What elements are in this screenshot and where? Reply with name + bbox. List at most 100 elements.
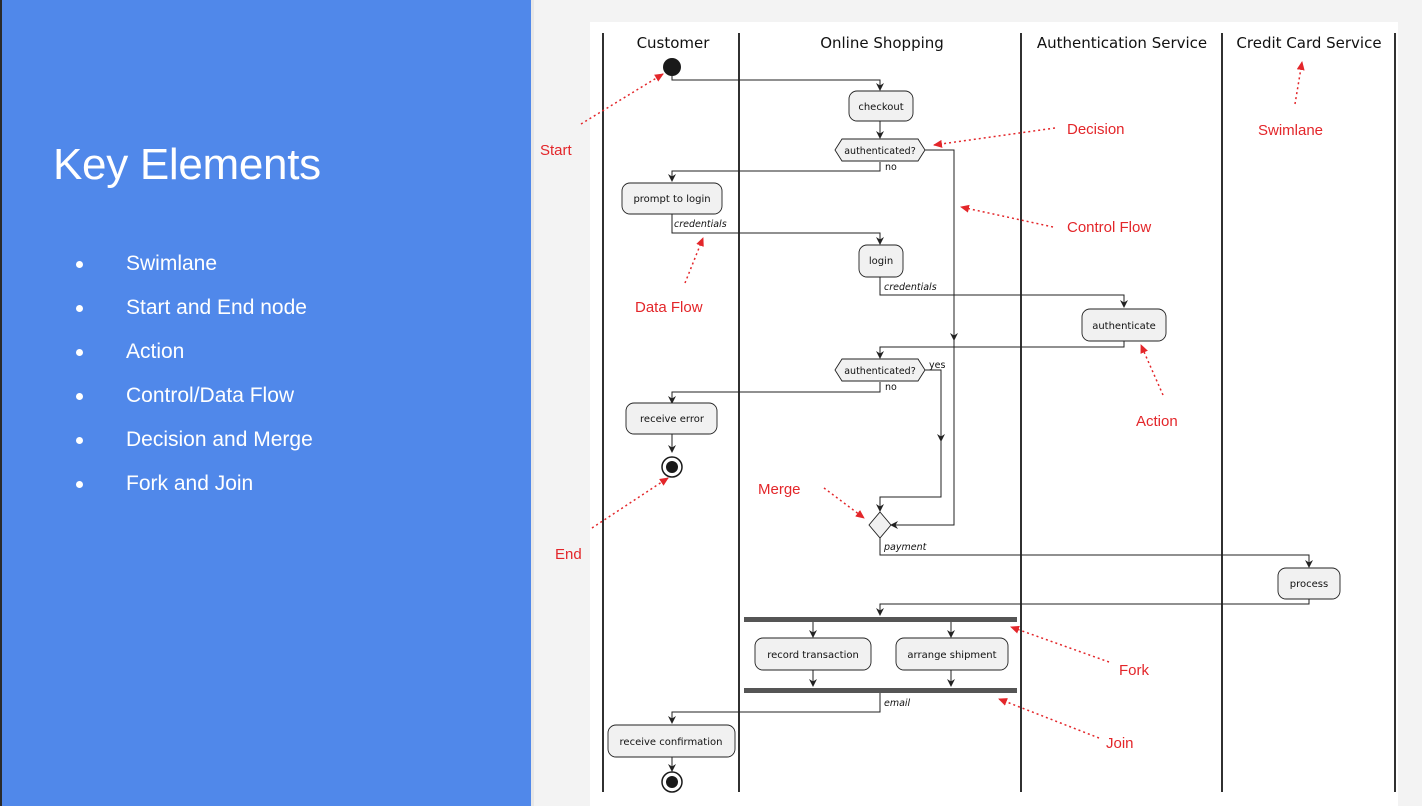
action-receive-error: receive error [625, 402, 718, 435]
swimlane-lines [602, 33, 1396, 792]
flow-decision2-no [668, 382, 881, 404]
flow-label-email: email [884, 698, 911, 709]
guard-no: no [885, 382, 897, 393]
annotation-start: Start [540, 142, 573, 159]
action-label: process [1290, 579, 1328, 590]
annotation-arrow-data-flow [684, 237, 704, 284]
control-flows [668, 76, 1313, 772]
action-arrange-shipment: arrange shipment [895, 637, 1009, 671]
lane-title-credit-card-service: Credit Card Service [1236, 34, 1381, 52]
annotation-action: Action [1136, 413, 1178, 430]
annotation-join: Join [1106, 735, 1134, 752]
bullet-dot-icon [76, 261, 83, 268]
flow-decision2-yes [925, 369, 945, 442]
bullet-dot-icon [76, 481, 83, 488]
bullet-text: Action [126, 340, 185, 363]
annotation-arrow-action [1140, 344, 1164, 396]
decision-label: authenticated? [844, 146, 916, 157]
action-authenticate: authenticate [1081, 308, 1167, 342]
flow-auth-merge [890, 340, 955, 529]
annotation-arrows [580, 61, 1305, 739]
bullet-text: Fork and Join [126, 472, 254, 495]
start-node [663, 58, 681, 76]
annotation-merge: Merge [758, 481, 801, 498]
annotation-control-flow: Control Flow [1067, 219, 1151, 236]
annotation-swimlane: Swimlane [1258, 122, 1323, 139]
end-node-final [661, 771, 683, 793]
bullet-item: Fork and Join [74, 468, 313, 512]
annotation-arrow-start [580, 73, 664, 125]
bullet-list: Swimlane Start and End node Action Contr… [74, 248, 313, 512]
end-node-error [661, 456, 683, 478]
activity-diagram: Customer Online Shopping Authentication … [540, 22, 1398, 806]
flow-process-fork [876, 599, 1310, 616]
bullet-dot-icon [76, 305, 83, 312]
flow-label-credentials: credentials [674, 219, 727, 230]
bullet-item: Swimlane [74, 248, 313, 292]
annotation-end: End [555, 546, 582, 563]
decision-node-1: authenticated? [834, 138, 926, 162]
flow-label-credentials: credentials [884, 282, 937, 293]
lane-title-online-shopping: Online Shopping [820, 34, 944, 52]
action-label: arrange shipment [907, 650, 996, 661]
bullet-item: Control/Data Flow [74, 380, 313, 424]
annotation-data-flow: Data Flow [635, 299, 703, 316]
guard-no: no [885, 162, 897, 173]
flow-credentials-login [671, 214, 884, 245]
action-record-transaction: record transaction [754, 637, 872, 671]
bullet-dot-icon [76, 437, 83, 444]
action-prompt-to-login: prompt to login [621, 182, 723, 215]
flow-start-checkout [671, 76, 884, 91]
action-label: checkout [858, 102, 903, 113]
bullet-item: Action [74, 336, 313, 380]
action-label: login [869, 256, 893, 267]
flow-email-confirmation [668, 693, 881, 724]
slide-title: Key Elements [53, 140, 321, 189]
annotation-arrow-swimlane [1294, 61, 1305, 105]
annotation-arrow-fork [1010, 625, 1110, 663]
decision-node-2: authenticated? [834, 358, 926, 382]
annotation-arrow-end [591, 477, 669, 529]
fork-bar [744, 617, 1017, 622]
diagram-panel: Customer Online Shopping Authentication … [531, 0, 1422, 806]
action-label: receive error [640, 414, 705, 425]
flow-yes-merge [876, 441, 942, 512]
action-label: prompt to login [633, 194, 710, 205]
annotation-arrow-merge [823, 487, 865, 519]
flow-payment-process [879, 537, 1313, 568]
diagram-canvas [590, 22, 1398, 806]
lane-title-customer: Customer [637, 34, 711, 52]
panel-edge [0, 0, 2, 806]
annotation-arrow-control-flow [960, 204, 1054, 228]
bullet-text: Decision and Merge [126, 428, 313, 451]
action-label: authenticate [1092, 321, 1156, 332]
flow-authenticate-decision [876, 341, 1125, 359]
flow-decision-no [668, 162, 881, 182]
action-login: login [858, 244, 904, 278]
flow-credentials-authenticate [879, 277, 1128, 308]
action-label: record transaction [767, 650, 859, 661]
decision-label: authenticated? [844, 366, 916, 377]
panel-separator [531, 0, 534, 806]
action-process: process [1277, 567, 1341, 600]
action-receive-confirmation: receive confirmation [607, 724, 736, 758]
bullet-text: Control/Data Flow [126, 384, 295, 407]
join-bar [744, 688, 1017, 693]
lane-title-authentication-service: Authentication Service [1037, 34, 1207, 52]
bullet-text: Swimlane [126, 252, 218, 275]
bullet-text: Start and End node [126, 296, 307, 319]
flow-decision-yes [925, 149, 958, 341]
action-label: receive confirmation [620, 737, 723, 748]
bullet-item: Start and End node [74, 292, 313, 336]
bullet-item: Decision and Merge [74, 424, 313, 468]
guard-yes: yes [929, 360, 945, 371]
annotation-decision: Decision [1067, 121, 1125, 138]
action-checkout: checkout [848, 90, 914, 122]
annotation-arrow-decision [933, 127, 1056, 148]
bullet-dot-icon [76, 349, 83, 356]
merge-node [868, 511, 892, 539]
bullet-dot-icon [76, 393, 83, 400]
flow-label-payment: payment [883, 542, 928, 553]
title-panel: Key Elements Swimlane Start and End node… [0, 0, 531, 806]
annotation-fork: Fork [1119, 662, 1150, 679]
